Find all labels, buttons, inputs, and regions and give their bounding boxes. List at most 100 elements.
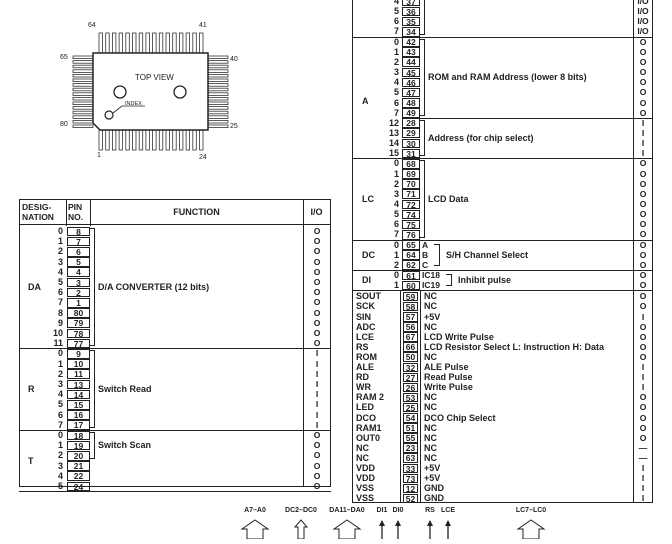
pin-number: 9: [67, 348, 90, 359]
io-direction: I: [641, 372, 645, 383]
bit-index: 5: [57, 277, 63, 287]
pin-number: 6: [67, 246, 90, 257]
io-direction: O: [639, 199, 647, 209]
pin-number: 29: [402, 128, 420, 139]
pin-number: 76: [402, 229, 420, 240]
designation-label: ADC: [356, 321, 376, 332]
bit-index: 11: [53, 338, 63, 349]
bracket: [420, 160, 425, 238]
io-direction: I: [641, 362, 645, 373]
designation-label: RD: [356, 372, 369, 383]
designation-label: RAM1: [356, 422, 382, 433]
io-direction: O: [639, 46, 647, 57]
bit-index: 0: [57, 348, 63, 359]
io-direction: I: [641, 493, 645, 504]
io-direction: —: [638, 442, 648, 453]
pin-number: 63: [403, 453, 418, 463]
signal-arrow-icon: [382, 517, 414, 539]
io-direction: O: [313, 430, 321, 440]
bit-index: 5: [393, 87, 399, 98]
signal-arrow-icon: [285, 517, 317, 540]
designation-label: NC: [356, 442, 369, 453]
function-label: +5V: [424, 463, 441, 474]
pin-label: 41: [199, 22, 207, 29]
pin-number: 51: [403, 423, 418, 433]
io-direction: O: [639, 351, 647, 362]
function-label: NC: [424, 392, 437, 403]
pin-number: 11: [67, 369, 90, 379]
io-direction: O: [639, 36, 647, 47]
bit-index: 6: [393, 16, 399, 27]
pin-number: 52: [403, 493, 418, 504]
bracket: [446, 274, 452, 287]
sub-signal-label: B: [422, 249, 429, 260]
io-direction: I: [641, 148, 645, 159]
io-direction: I: [315, 348, 319, 359]
bit-index: 1: [393, 249, 399, 260]
io-direction: O: [313, 470, 321, 481]
bit-index: 1: [393, 46, 399, 57]
pin-number: 43: [402, 47, 420, 57]
designation-label: VSS: [356, 493, 375, 504]
pin-number: 4: [67, 267, 90, 277]
pin-number: 65: [402, 240, 420, 250]
bit-index: 3: [393, 67, 399, 78]
io-direction: O: [313, 277, 321, 287]
bit-index: 2: [393, 56, 399, 67]
bus-signal-label: LCE: [441, 507, 455, 514]
sub-signal-label: IC18: [422, 270, 440, 281]
pin-number: 79: [67, 318, 90, 328]
function-label: NC: [424, 442, 437, 453]
function-label: Inhibit pulse: [458, 275, 511, 286]
bus-signal-label: DC2–DC0: [285, 507, 317, 514]
header-designation: DESIG- NATION: [22, 202, 54, 222]
row-divider: [402, 117, 653, 119]
pin-number: 71: [402, 189, 420, 199]
mold-mark-icon: [113, 85, 127, 99]
io-direction: O: [639, 87, 647, 98]
bit-index: 2: [57, 246, 63, 257]
bit-index: 4: [393, 0, 399, 6]
pin-number: 10: [67, 359, 90, 369]
function-label: GND: [424, 493, 444, 504]
pin-number: 53: [403, 392, 418, 403]
pin-number: 61: [402, 270, 420, 281]
io-direction: O: [639, 291, 647, 302]
io-direction: O: [313, 226, 321, 236]
pin-number: 67: [403, 332, 418, 342]
bracket: [90, 350, 95, 428]
qfp-package-outline: [72, 32, 229, 151]
pin-number: 30: [402, 138, 420, 149]
pin-number: 54: [403, 413, 418, 423]
header-io: I/O: [310, 207, 323, 217]
pin-number: 3: [67, 277, 90, 288]
pin-number: 42: [402, 37, 420, 47]
pin-number: 73: [403, 473, 418, 484]
pin-number: 7: [67, 236, 90, 247]
designation-label: RAM 2: [356, 392, 385, 403]
io-direction: O: [639, 77, 647, 88]
bit-index: 0: [393, 239, 399, 250]
bit-index: 2: [393, 259, 399, 270]
bus-signal-label: LC7–LC0: [515, 507, 547, 514]
bracket: [420, 0, 425, 35]
pin-number: 1: [67, 297, 90, 308]
bit-index: 3: [57, 460, 63, 471]
io-direction: O: [639, 270, 647, 281]
function-label: Write Pulse: [424, 382, 473, 393]
row-divider: [19, 430, 331, 431]
pin-number: 16: [67, 410, 90, 420]
io-direction: O: [313, 328, 321, 338]
function-label: GND: [424, 483, 444, 494]
pin-number: 62: [402, 260, 420, 271]
bit-index: 2: [393, 178, 399, 189]
io-direction: I: [315, 389, 319, 400]
pin-number: 57: [403, 312, 418, 322]
io-direction: O: [639, 280, 647, 291]
io-direction: O: [639, 422, 647, 433]
pin-number: 58: [403, 301, 418, 312]
designation-label: VDD: [356, 463, 376, 474]
io-direction: I/O: [637, 26, 649, 37]
bracket: [420, 119, 425, 157]
bit-index: 7: [57, 297, 63, 308]
